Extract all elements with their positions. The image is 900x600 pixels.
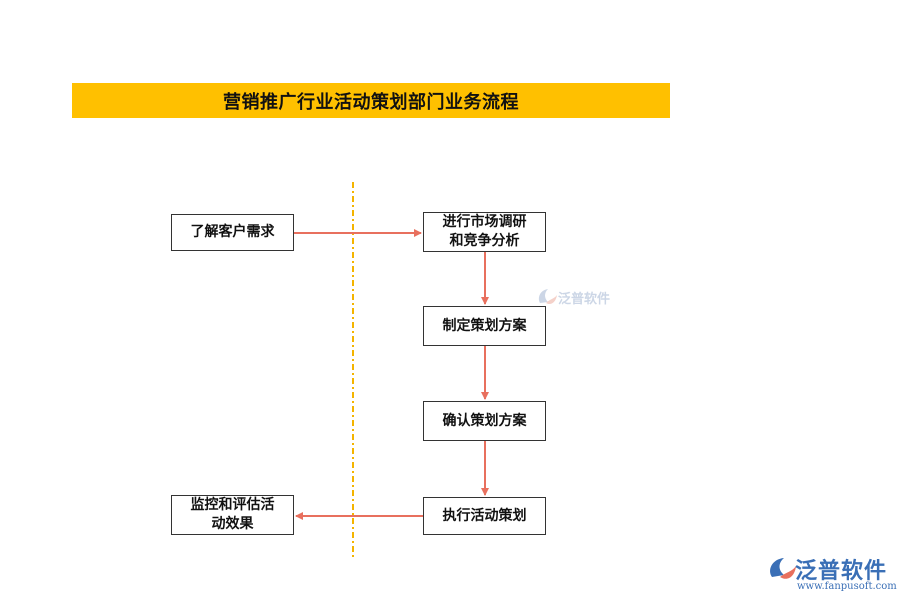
brand-name: 泛普软件 — [795, 559, 888, 584]
node-monitor-evaluate: 监控和评估活 动效果 — [171, 495, 294, 535]
watermark: 泛普软件 — [536, 287, 610, 307]
brand-url: www.fanpusoft.com — [797, 581, 897, 592]
node-confirm-plan: 确认策划方案 — [423, 401, 546, 441]
node-create-plan: 制定策划方案 — [423, 306, 546, 346]
brand-logo: 泛普软件 www.fanpusoft.com — [767, 551, 897, 596]
watermark-logo-icon — [538, 289, 557, 305]
brand-logo-icon — [770, 558, 796, 579]
node-understand-customer-needs: 了解客户需求 — [171, 214, 294, 251]
diagram-title: 营销推广行业活动策划部门业务流程 — [223, 91, 519, 113]
node-execute-plan: 执行活动策划 — [423, 497, 546, 535]
title-bar: 营销推广行业活动策划部门业务流程 — [72, 83, 670, 118]
node-market-research: 进行市场调研 和竞争分析 — [423, 212, 546, 252]
watermark-text: 泛普软件 — [558, 291, 611, 307]
